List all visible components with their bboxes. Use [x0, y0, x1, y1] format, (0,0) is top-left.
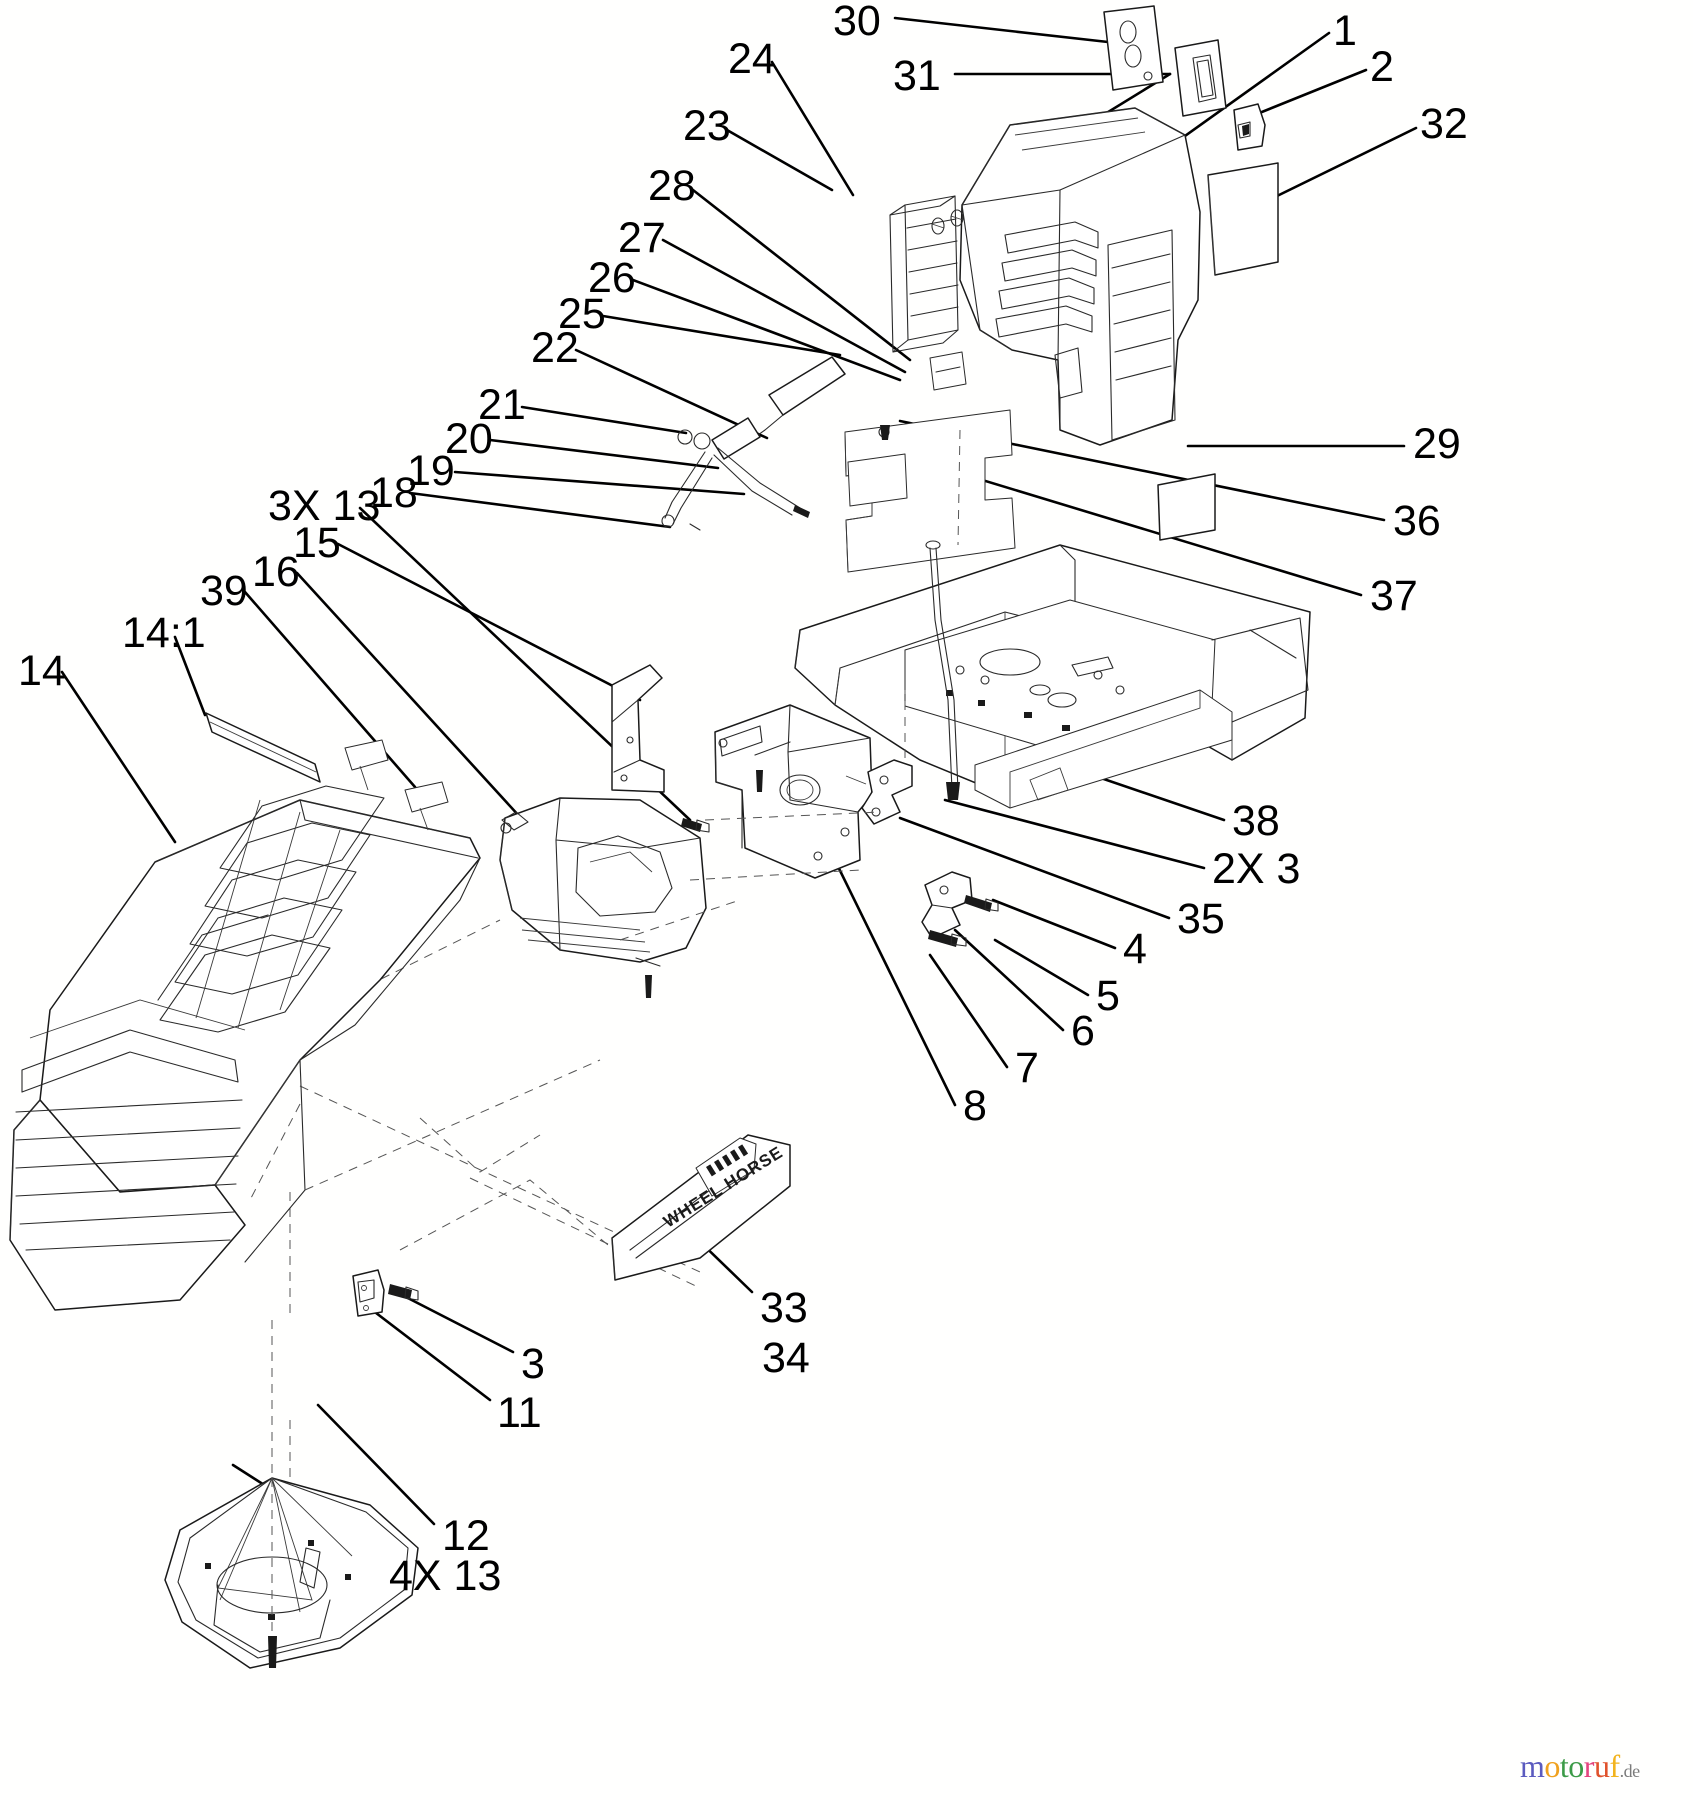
fasteners-23-24: [931, 209, 964, 235]
callout-24: 24: [728, 35, 776, 83]
callout-29: 29: [1413, 420, 1461, 468]
callout-4x-13: 4X 13: [389, 1552, 502, 1600]
callout-27: 27: [618, 214, 666, 262]
callout-33: 33: [760, 1284, 808, 1332]
watermark-letter: u: [1593, 1748, 1610, 1784]
leader-18: [408, 491, 672, 529]
callout-11: 11: [497, 1389, 542, 1437]
steering-support-housing: [714, 704, 873, 879]
leader-27: [661, 238, 907, 374]
callout-2x-3: 2X 3: [1212, 845, 1301, 893]
callout-35: 35: [1177, 895, 1225, 943]
chassis-deck: [794, 544, 1311, 809]
leader-6: [953, 928, 1065, 1032]
dash-console: [499, 797, 707, 998]
leader-7: [928, 953, 1009, 1069]
watermark-letter: t: [1559, 1748, 1569, 1784]
callout-7: 7: [1015, 1044, 1039, 1092]
plate-31: [1174, 39, 1227, 117]
leader-5: [993, 938, 1090, 997]
leader-19: [453, 470, 746, 496]
leader-23: [725, 128, 834, 192]
callout-14-1: 14:1: [122, 609, 206, 657]
leader-4: [991, 898, 1117, 950]
leader-22: [574, 348, 769, 440]
callout-18: 18: [370, 469, 418, 517]
callout-31: 31: [893, 52, 941, 100]
leader-35: [898, 816, 1171, 920]
callout-3x-13: 3X 13: [268, 482, 381, 530]
callout-37: 37: [1370, 572, 1418, 620]
plate-30: [1103, 5, 1164, 91]
rear-hood-assembly: [889, 107, 1201, 446]
leader-11: [361, 1301, 492, 1402]
leader-15: [336, 542, 642, 702]
leader-line-group: [60, 16, 1418, 1564]
callout-36: 36: [1393, 497, 1441, 545]
headlight-bucket: [164, 1320, 419, 1669]
hood-trim-14-1: [205, 712, 321, 783]
callout-32: 32: [1420, 100, 1468, 148]
callout-12: 12: [442, 1512, 490, 1560]
misc-fasteners: [500, 738, 763, 834]
leader-30: [893, 16, 1110, 44]
callout-8: 8: [963, 1082, 987, 1130]
leader-24: [770, 60, 855, 197]
headlight-bracket-11: [352, 1269, 419, 1317]
main-hood: [9, 739, 601, 1311]
watermark-letter: o: [1544, 1748, 1560, 1784]
callout-4: 4: [1123, 925, 1147, 973]
clip-2: [1233, 103, 1266, 151]
bracket-left-pair: [921, 871, 999, 947]
callout-16: 16: [252, 548, 300, 596]
callout-39: 39: [200, 567, 248, 615]
callout-26: 26: [588, 254, 636, 302]
leader-26: [631, 278, 902, 382]
leader-16: [295, 571, 522, 819]
leader-8: [823, 838, 957, 1107]
callout-2: 2: [1370, 43, 1394, 91]
dash-bracket-15: [611, 664, 665, 793]
callout-19: 19: [407, 447, 455, 495]
callout-22: 22: [531, 324, 579, 372]
callout-20: 20: [445, 415, 493, 463]
callout-30: 30: [833, 0, 881, 45]
leader-141: [173, 635, 207, 717]
leader-25: [601, 314, 842, 357]
callout-28: 28: [648, 162, 696, 210]
watermark-letter: o: [1568, 1748, 1584, 1784]
leader-32: [1275, 126, 1418, 198]
wheel-horse-decal: WHEEL HORSE: [611, 1134, 791, 1281]
callout-1: 1: [1333, 7, 1357, 55]
leader-2x3: [943, 798, 1206, 870]
leader-2: [1240, 68, 1368, 122]
decal-29: [1157, 473, 1216, 541]
control-rod: [904, 429, 961, 800]
leader-20: [488, 438, 720, 470]
callout-23: 23: [683, 102, 731, 150]
decal-32: [1207, 162, 1279, 276]
watermark-tld: .de: [1619, 1761, 1641, 1781]
leader-21: [520, 405, 688, 435]
callout-34: 34: [762, 1334, 810, 1382]
gas-strut-assembly: [661, 356, 846, 531]
watermark-letter: r: [1583, 1748, 1595, 1784]
watermark-letter: f: [1609, 1748, 1620, 1784]
callout-21: 21: [478, 381, 526, 429]
callout-25: 25: [558, 290, 606, 338]
callout-5: 5: [1096, 972, 1120, 1020]
motoruf-watermark: motoruf.de: [1520, 1748, 1640, 1785]
leader-28: [691, 188, 912, 362]
callout-15: 15: [293, 519, 341, 567]
callout-6: 6: [1071, 1007, 1095, 1055]
leader-12: [316, 1403, 436, 1526]
leader-14: [60, 670, 177, 844]
callout-14: 14: [18, 647, 66, 695]
callout-38: 38: [1232, 797, 1280, 845]
watermark-letter: m: [1520, 1748, 1545, 1784]
leader-3: [398, 1292, 515, 1354]
callout-3: 3: [521, 1340, 545, 1388]
frame-tower: [844, 409, 1016, 573]
